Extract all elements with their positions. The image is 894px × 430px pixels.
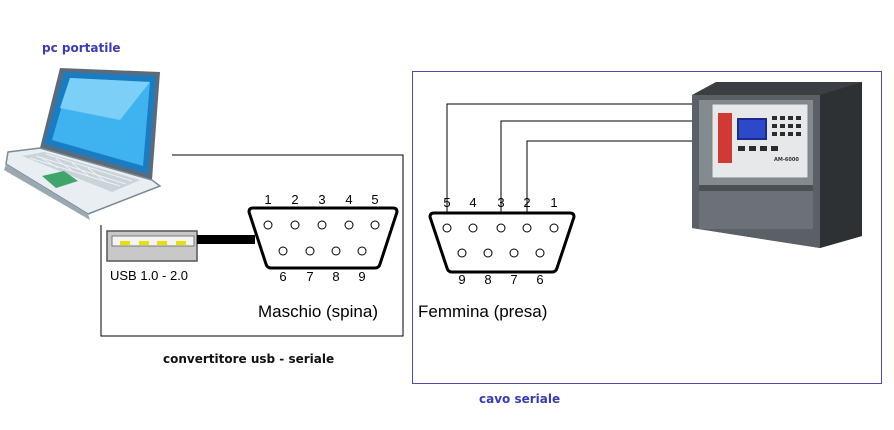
converter-label: convertitore usb - seriale (163, 352, 335, 366)
male-pin-label: 9 (358, 269, 366, 284)
control-panel-illustration (692, 82, 862, 248)
wire-pin5 (446, 103, 692, 225)
male-pin-label: 2 (291, 192, 299, 207)
wire-pin2 (526, 140, 692, 225)
female-connector-label: Femmina (presa) (418, 302, 548, 321)
usb-plug (106, 230, 255, 262)
female-pin-label: 8 (484, 272, 492, 287)
male-connector-label: Maschio (spina) (258, 302, 378, 321)
female-pin-label: 9 (458, 272, 466, 287)
serial-cable-label: cavo seriale (479, 392, 561, 406)
male-pin-label: 4 (345, 192, 353, 207)
male-pin-label: 6 (279, 269, 287, 284)
female-pin-label: 1 (550, 195, 558, 210)
female-db9-connector (428, 211, 576, 274)
male-pin-label: 5 (371, 192, 379, 207)
male-pin-label: 8 (332, 269, 340, 284)
female-pin-label: 4 (469, 195, 477, 210)
male-pin-label: 1 (264, 192, 272, 207)
male-pin-label: 3 (318, 192, 326, 207)
male-pin-label: 7 (306, 269, 314, 284)
serial-cable-box (412, 71, 882, 384)
panel-brand-text: AM-6000 (774, 157, 799, 163)
female-pin-label: 3 (497, 195, 505, 210)
wire-pin3 (500, 120, 692, 225)
female-pin-label: 7 (510, 272, 518, 287)
laptop-illustration (4, 68, 162, 220)
usb-label: USB 1.0 - 2.0 (110, 268, 189, 283)
female-pin-label: 2 (523, 195, 531, 210)
female-pin-label: 5 (443, 195, 451, 210)
converter-outline (100, 154, 404, 337)
female-pin-label: 6 (536, 272, 544, 287)
laptop-label: pc portatile (42, 41, 121, 55)
male-db9-connector (247, 206, 399, 270)
